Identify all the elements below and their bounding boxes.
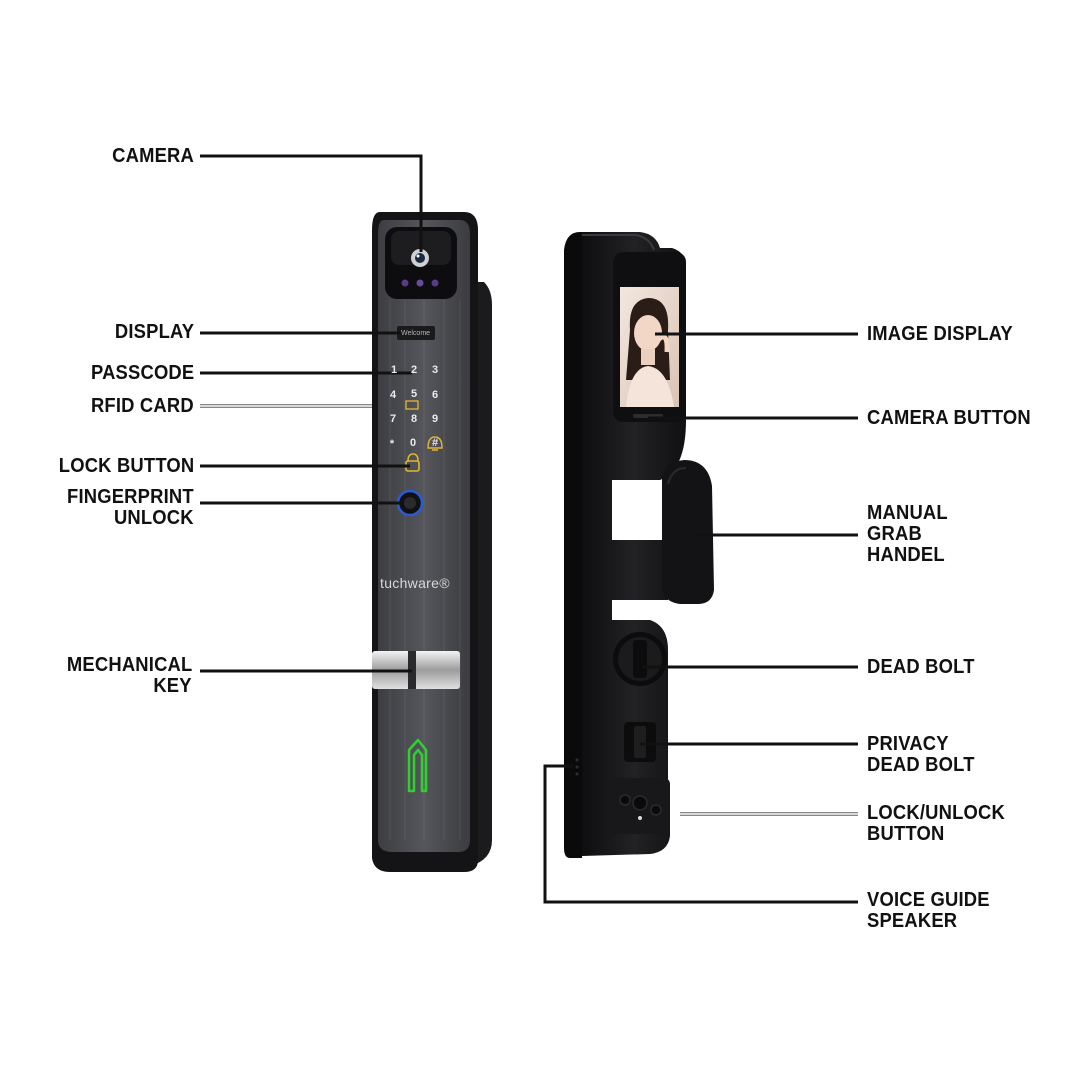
speaker-leader-line [543, 764, 858, 904]
label-dead-bolt: DEAD BOLT [867, 656, 975, 678]
label-privacy-bolt-line1: PRIVACY [867, 733, 949, 755]
label-fingerprint-line2: UNLOCK [114, 507, 194, 529]
label-lock-button: LOCK BUTTON [58, 455, 194, 477]
keypad-key[interactable]: 0 [409, 437, 417, 449]
keypad-key[interactable]: 2 [410, 364, 418, 376]
face-photo [626, 298, 674, 407]
front-lock-face [378, 220, 470, 852]
label-lock-unlock-line1: LOCK/UNLOCK [867, 802, 1005, 824]
keypad-key[interactable]: 3 [431, 364, 439, 376]
manual-grab-handle [662, 460, 714, 604]
green-key-logo-icon [407, 738, 428, 793]
back-lock-side [564, 232, 582, 858]
label-camera: CAMERA [112, 145, 194, 167]
display-welcome-text: Welcome [401, 330, 431, 337]
front-display [397, 326, 435, 340]
label-grab-handle-line2: GRAB [867, 523, 922, 545]
leader-lines [200, 154, 858, 904]
keypad-key[interactable]: 5 [410, 388, 418, 400]
label-voice-guide-line1: VOICE GUIDE [867, 889, 990, 911]
label-privacy-bolt-line2: DEAD BOLT [867, 754, 975, 776]
label-mechanical-key-line2: KEY [153, 675, 192, 697]
label-mechanical-key-line1: MECHANICAL [66, 654, 192, 676]
label-display: DISPLAY [114, 321, 194, 343]
label-lock-unlock-line2: BUTTON [867, 823, 945, 845]
keypad-key[interactable]: 1 [390, 364, 398, 376]
keypad-key[interactable]: 4 [389, 389, 397, 401]
camera-leader-line [200, 154, 423, 252]
doorbell-icon [427, 436, 443, 451]
label-passcode: PASSCODE [90, 362, 194, 384]
rfid-card-icon [405, 400, 419, 410]
label-grab-handle-line3: HANDEL [867, 544, 945, 566]
keypad-key[interactable]: # [431, 437, 439, 449]
label-grab-handle-line1: MANUAL [867, 502, 948, 524]
label-camera-button: CAMERA BUTTON [867, 407, 1031, 429]
keypad-key[interactable]: 9 [431, 413, 439, 425]
label-fingerprint-line1: FINGERPRINT [67, 486, 194, 508]
label-rfid-card: RFID CARD [91, 395, 194, 417]
front-lock [372, 212, 492, 872]
keypad-key[interactable]: * [389, 438, 395, 450]
label-voice-guide-line2: SPEAKER [867, 910, 958, 932]
label-image-display: IMAGE DISPLAY [867, 323, 1013, 345]
lock-unlock-button [619, 794, 631, 806]
keypad-key[interactable]: 6 [431, 389, 439, 401]
brand-logo: tuchware® [380, 575, 450, 591]
ir-sensor-icon [401, 279, 409, 287]
keypad-key[interactable]: 8 [410, 413, 418, 425]
keypad-key[interactable]: 7 [389, 413, 397, 425]
back-lock [564, 232, 714, 858]
speaker-grille-icon [575, 758, 579, 776]
